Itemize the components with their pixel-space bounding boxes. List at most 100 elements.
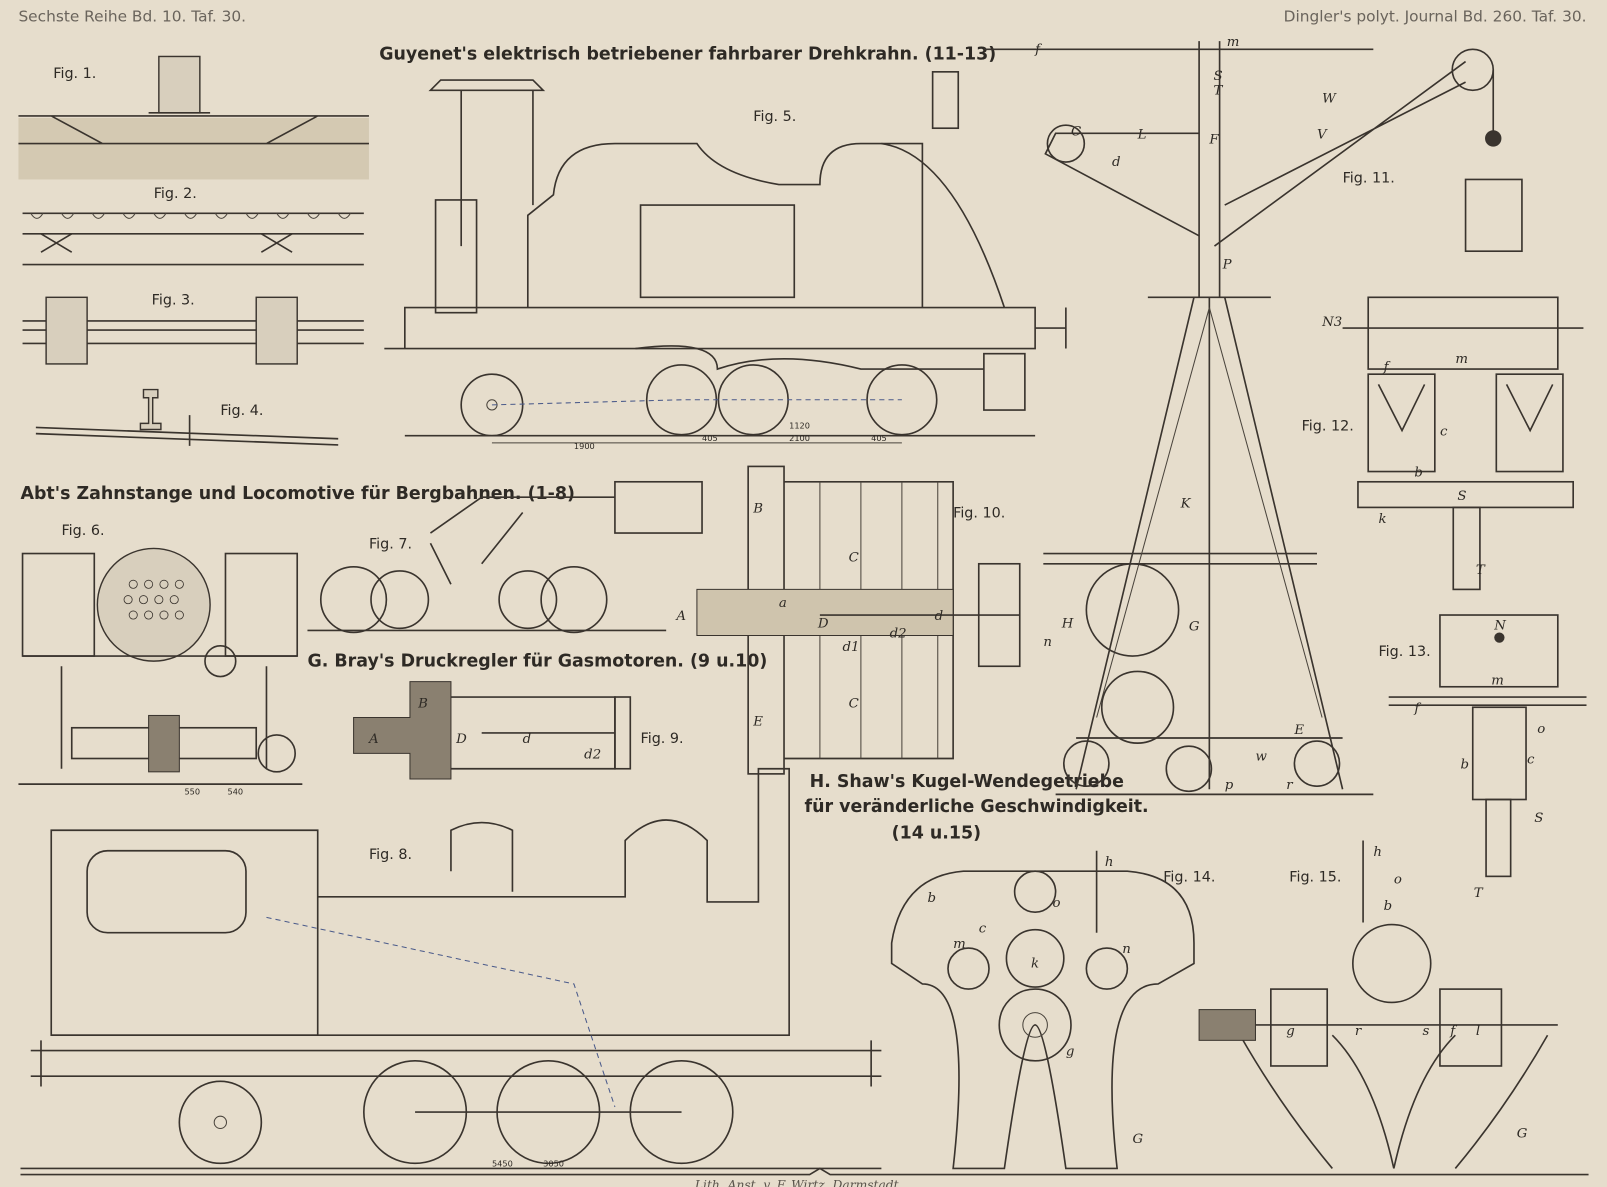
figure-label: Fig. 3. [152, 292, 195, 308]
part-label: m [1227, 35, 1240, 50]
figure-14-ball-reversing-gear-front: Fig. 14. h b o c m k n g G [890, 850, 1215, 1170]
part-label: P [1222, 258, 1233, 273]
part-label: k [1378, 512, 1386, 527]
figure-label: Fig. 14. [1163, 869, 1215, 885]
part-label: f [1413, 701, 1421, 716]
part-label: m [953, 937, 966, 952]
dimension-label: 405 [871, 433, 887, 443]
part-label: n [1122, 942, 1131, 957]
part-label: K [1180, 496, 1192, 511]
part-label: C [1071, 124, 1081, 139]
figure-8-mountain-locomotive: Fig. 8. 5450 3050 [20, 767, 882, 1170]
figure-label: Fig. 6. [61, 523, 104, 539]
figure-label: Fig. 11. [1343, 171, 1395, 187]
part-label: C [849, 696, 859, 711]
part-label: c [1440, 425, 1448, 440]
figure-label: Fig. 5. [753, 109, 796, 125]
header-left: Sechste Reihe Bd. 10. Taf. 30. [18, 8, 246, 26]
part-label: T [1476, 563, 1486, 578]
figure-label: Fig. 8. [369, 847, 412, 863]
figure-15-ball-reversing-gear-side: Fig. 15. h o b g r s f l G [1198, 840, 1558, 1169]
figure-label: Fig. 15. [1289, 869, 1341, 885]
part-label: G [1189, 619, 1200, 634]
figure-9-pressure-regulator: Fig. 9. A B D d d2 [353, 681, 684, 780]
part-label: S [1213, 69, 1222, 84]
part-label: s [1423, 1024, 1430, 1039]
title-shaw-2: für veränderliche Geschwindigkeit. [805, 797, 1149, 817]
part-label: m [1491, 674, 1504, 689]
figure-label: Fig. 7. [369, 536, 412, 552]
part-label: b [928, 891, 937, 906]
dimension-label: 2100 [789, 433, 810, 443]
dimension-label: 550 [184, 786, 200, 796]
figure-11-electric-crane: Fig. 11. f m S T C L F W V d P K G H n p… [983, 35, 1523, 796]
part-label: d2 [890, 627, 907, 642]
part-label: b [1384, 899, 1393, 914]
part-label: h [1373, 845, 1382, 860]
figure-1-rack-rail-section: Fig. 1. [18, 55, 369, 180]
part-label: p [1225, 778, 1234, 793]
part-label: m [1455, 352, 1468, 367]
part-label: T [1474, 886, 1484, 901]
part-label: g [1286, 1024, 1295, 1039]
part-label: f [1449, 1024, 1457, 1039]
dimension-label: 405 [702, 433, 718, 443]
part-label: D [817, 616, 829, 631]
title-shaw-1: H. Shaw's Kugel-Wendegetriebe [810, 772, 1124, 792]
part-label: d [935, 609, 944, 624]
title-bray: G. Bray's Druckregler für Gasmotoren. (9… [307, 651, 767, 671]
part-label: k [1031, 957, 1039, 972]
part-label: S [1457, 489, 1466, 504]
figure-label: Fig. 13. [1378, 644, 1430, 660]
part-label: r [1286, 778, 1294, 793]
part-label: b [1460, 758, 1469, 773]
figure-label: Fig. 9. [641, 731, 684, 747]
part-label: E [752, 715, 763, 730]
dimension-label: 5450 [492, 1158, 513, 1168]
figure-12-crane-brake-section: Fig. 12. N3 m f c b S k T [1302, 296, 1584, 591]
part-label: w [1255, 750, 1267, 765]
header-right: Dingler's polyt. Journal Bd. 260. Taf. 3… [1284, 8, 1587, 26]
part-label: o [1394, 873, 1402, 888]
figure-6-locomotive-section: Fig. 6. 550 540 [18, 523, 303, 796]
part-label: l [1476, 1024, 1480, 1039]
figure-4-rail-joint: Fig. 4. [35, 388, 339, 446]
part-label: A [367, 732, 379, 747]
part-label: H [1061, 616, 1074, 631]
title-shaw-3: (14 u.15) [892, 823, 981, 843]
part-label: f [1034, 42, 1042, 57]
part-label: c [1527, 753, 1535, 768]
part-label: d [523, 732, 532, 747]
part-label: d2 [584, 748, 601, 763]
dimension-label: 1120 [789, 420, 810, 430]
figure-3-rack-plan: Fig. 3. [22, 292, 364, 365]
part-label: S [1534, 811, 1543, 826]
dimension-label: 3050 [543, 1158, 564, 1168]
part-label: h [1105, 855, 1114, 870]
figure-label: Fig. 12. [1302, 419, 1354, 435]
part-label: L [1137, 127, 1147, 142]
part-label: A [674, 609, 686, 624]
figure-label: Fig. 1. [53, 66, 96, 82]
part-label: o [1537, 722, 1545, 737]
figure-label: Fig. 2. [154, 186, 197, 202]
part-label: C [849, 551, 859, 566]
part-label: g [1066, 1045, 1075, 1060]
part-label: d1 [842, 640, 859, 655]
dimension-label: 540 [228, 786, 244, 796]
figure-13-crane-brake-side: Fig. 13. N m f o b c S T [1378, 614, 1587, 901]
figure-5-crane-locomotive: Fig. 5. 1900 405 1120 2100 405 [384, 71, 1067, 451]
figure-10-regulator-section: Fig. 10. A B C C D E a d d1 d2 [674, 465, 1021, 775]
part-label: n [1043, 635, 1052, 650]
part-label: r [1355, 1024, 1363, 1039]
part-label: b [1414, 466, 1423, 481]
part-label: W [1322, 92, 1337, 107]
part-label: o [1053, 896, 1061, 911]
part-label: T [1213, 83, 1223, 98]
figure-7-locomotive-gear: Fig. 7. [307, 480, 703, 634]
part-label: f [1383, 360, 1391, 375]
part-label: c [979, 922, 987, 937]
part-label: V [1317, 127, 1328, 142]
part-label: G [1132, 1132, 1143, 1147]
